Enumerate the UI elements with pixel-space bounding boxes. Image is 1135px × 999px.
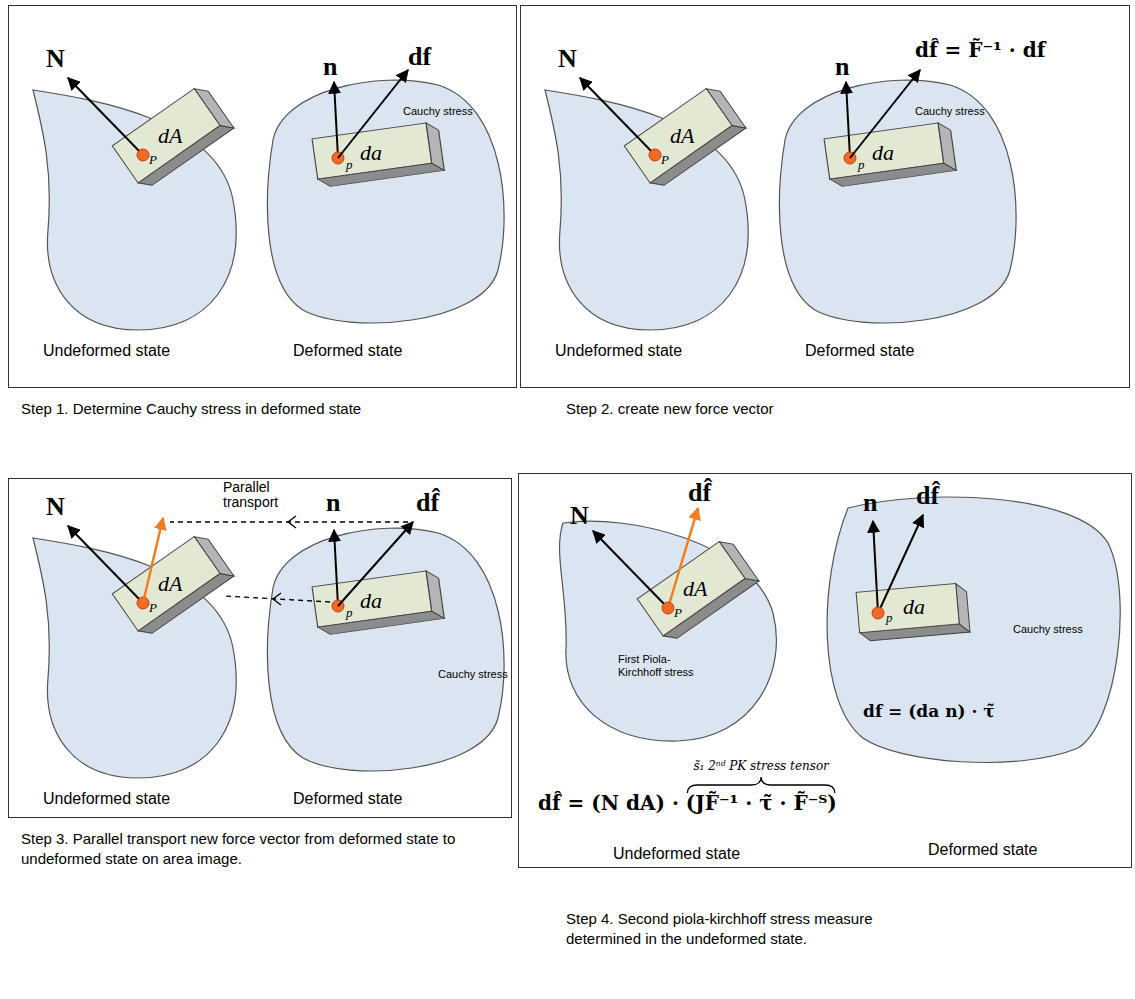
brace-label: s̃₁ 2ⁿᵈ PK stress tensor [693,759,828,773]
area-label: da [872,140,894,166]
area-label: da [903,594,925,620]
equation: df̂ = F̃⁻¹ · df [915,38,1045,62]
state-label: Undeformed state [555,342,682,360]
vector-label: n [835,52,849,82]
point-label: p [886,610,893,626]
vector-label: df̂ [688,478,711,508]
vector-label: N [570,501,589,531]
state-label: Deformed state [805,342,914,360]
area-label: dA [158,571,182,597]
vector-label: n [863,488,877,518]
step-caption: Step 4. Second piola-kirchhoff stress me… [566,909,946,950]
equation: df̂ = (N dA) · (JF̃⁻¹ · τ̃ · F̃⁻ᵀ) [538,791,837,815]
vector-label: N [558,44,577,74]
overbrace [687,777,834,793]
step-panel: Step 2. create new force vector [520,5,1130,388]
point-label: p [346,157,353,173]
state-label: Undeformed state [43,790,170,808]
step-four-figure [560,497,1121,762]
point-label: P [149,600,157,616]
region-label: First Piola-Kirchhoff stress [618,653,708,678]
state-label: Deformed state [293,790,402,808]
step-caption: Step 1. Determine Cauchy stress in defor… [21,399,501,419]
vector-label: df̂ [416,488,439,518]
step-panel: Step 3. Parallel transport new force vec… [8,478,512,818]
state-label: Undeformed state [43,342,170,360]
vector-label: N [46,492,65,522]
state-label: Undeformed state [613,845,740,863]
area-label: da [360,140,382,166]
step-caption: Step 2. create new force vector [566,399,1046,419]
area-label: dA [158,123,182,149]
point-label: p [346,605,353,621]
area-label: dA [683,576,707,602]
equation: df = (da n) · τ̃ [863,701,995,721]
point-label: P [149,152,157,168]
region-label: Cauchy stress [438,668,508,680]
point-label: P [661,152,669,168]
vector-label: df̂ [916,481,939,511]
step-panel: Step 1. Determine Cauchy stress in defor… [8,5,517,388]
step-caption: Step 3. Parallel transport new force vec… [21,829,461,870]
area-label: da [360,588,382,614]
region-label: Cauchy stress [403,105,473,117]
vector-label: N [46,44,65,74]
area-label: dA [670,123,694,149]
point-label: P [674,605,682,621]
point-label: p [858,157,865,173]
region-label: Cauchy stress [915,105,985,117]
vector-label: n [326,488,340,518]
vector-label: df [408,42,431,72]
transport-label: Parallel transport [223,480,303,511]
state-label: Deformed state [293,342,402,360]
region-label: Cauchy stress [1013,623,1083,635]
state-label: Deformed state [928,841,1037,859]
step-one-figure [33,70,504,330]
step-three-figure [33,516,504,778]
vector-label: n [323,52,337,82]
step-two-figure [545,70,1016,330]
